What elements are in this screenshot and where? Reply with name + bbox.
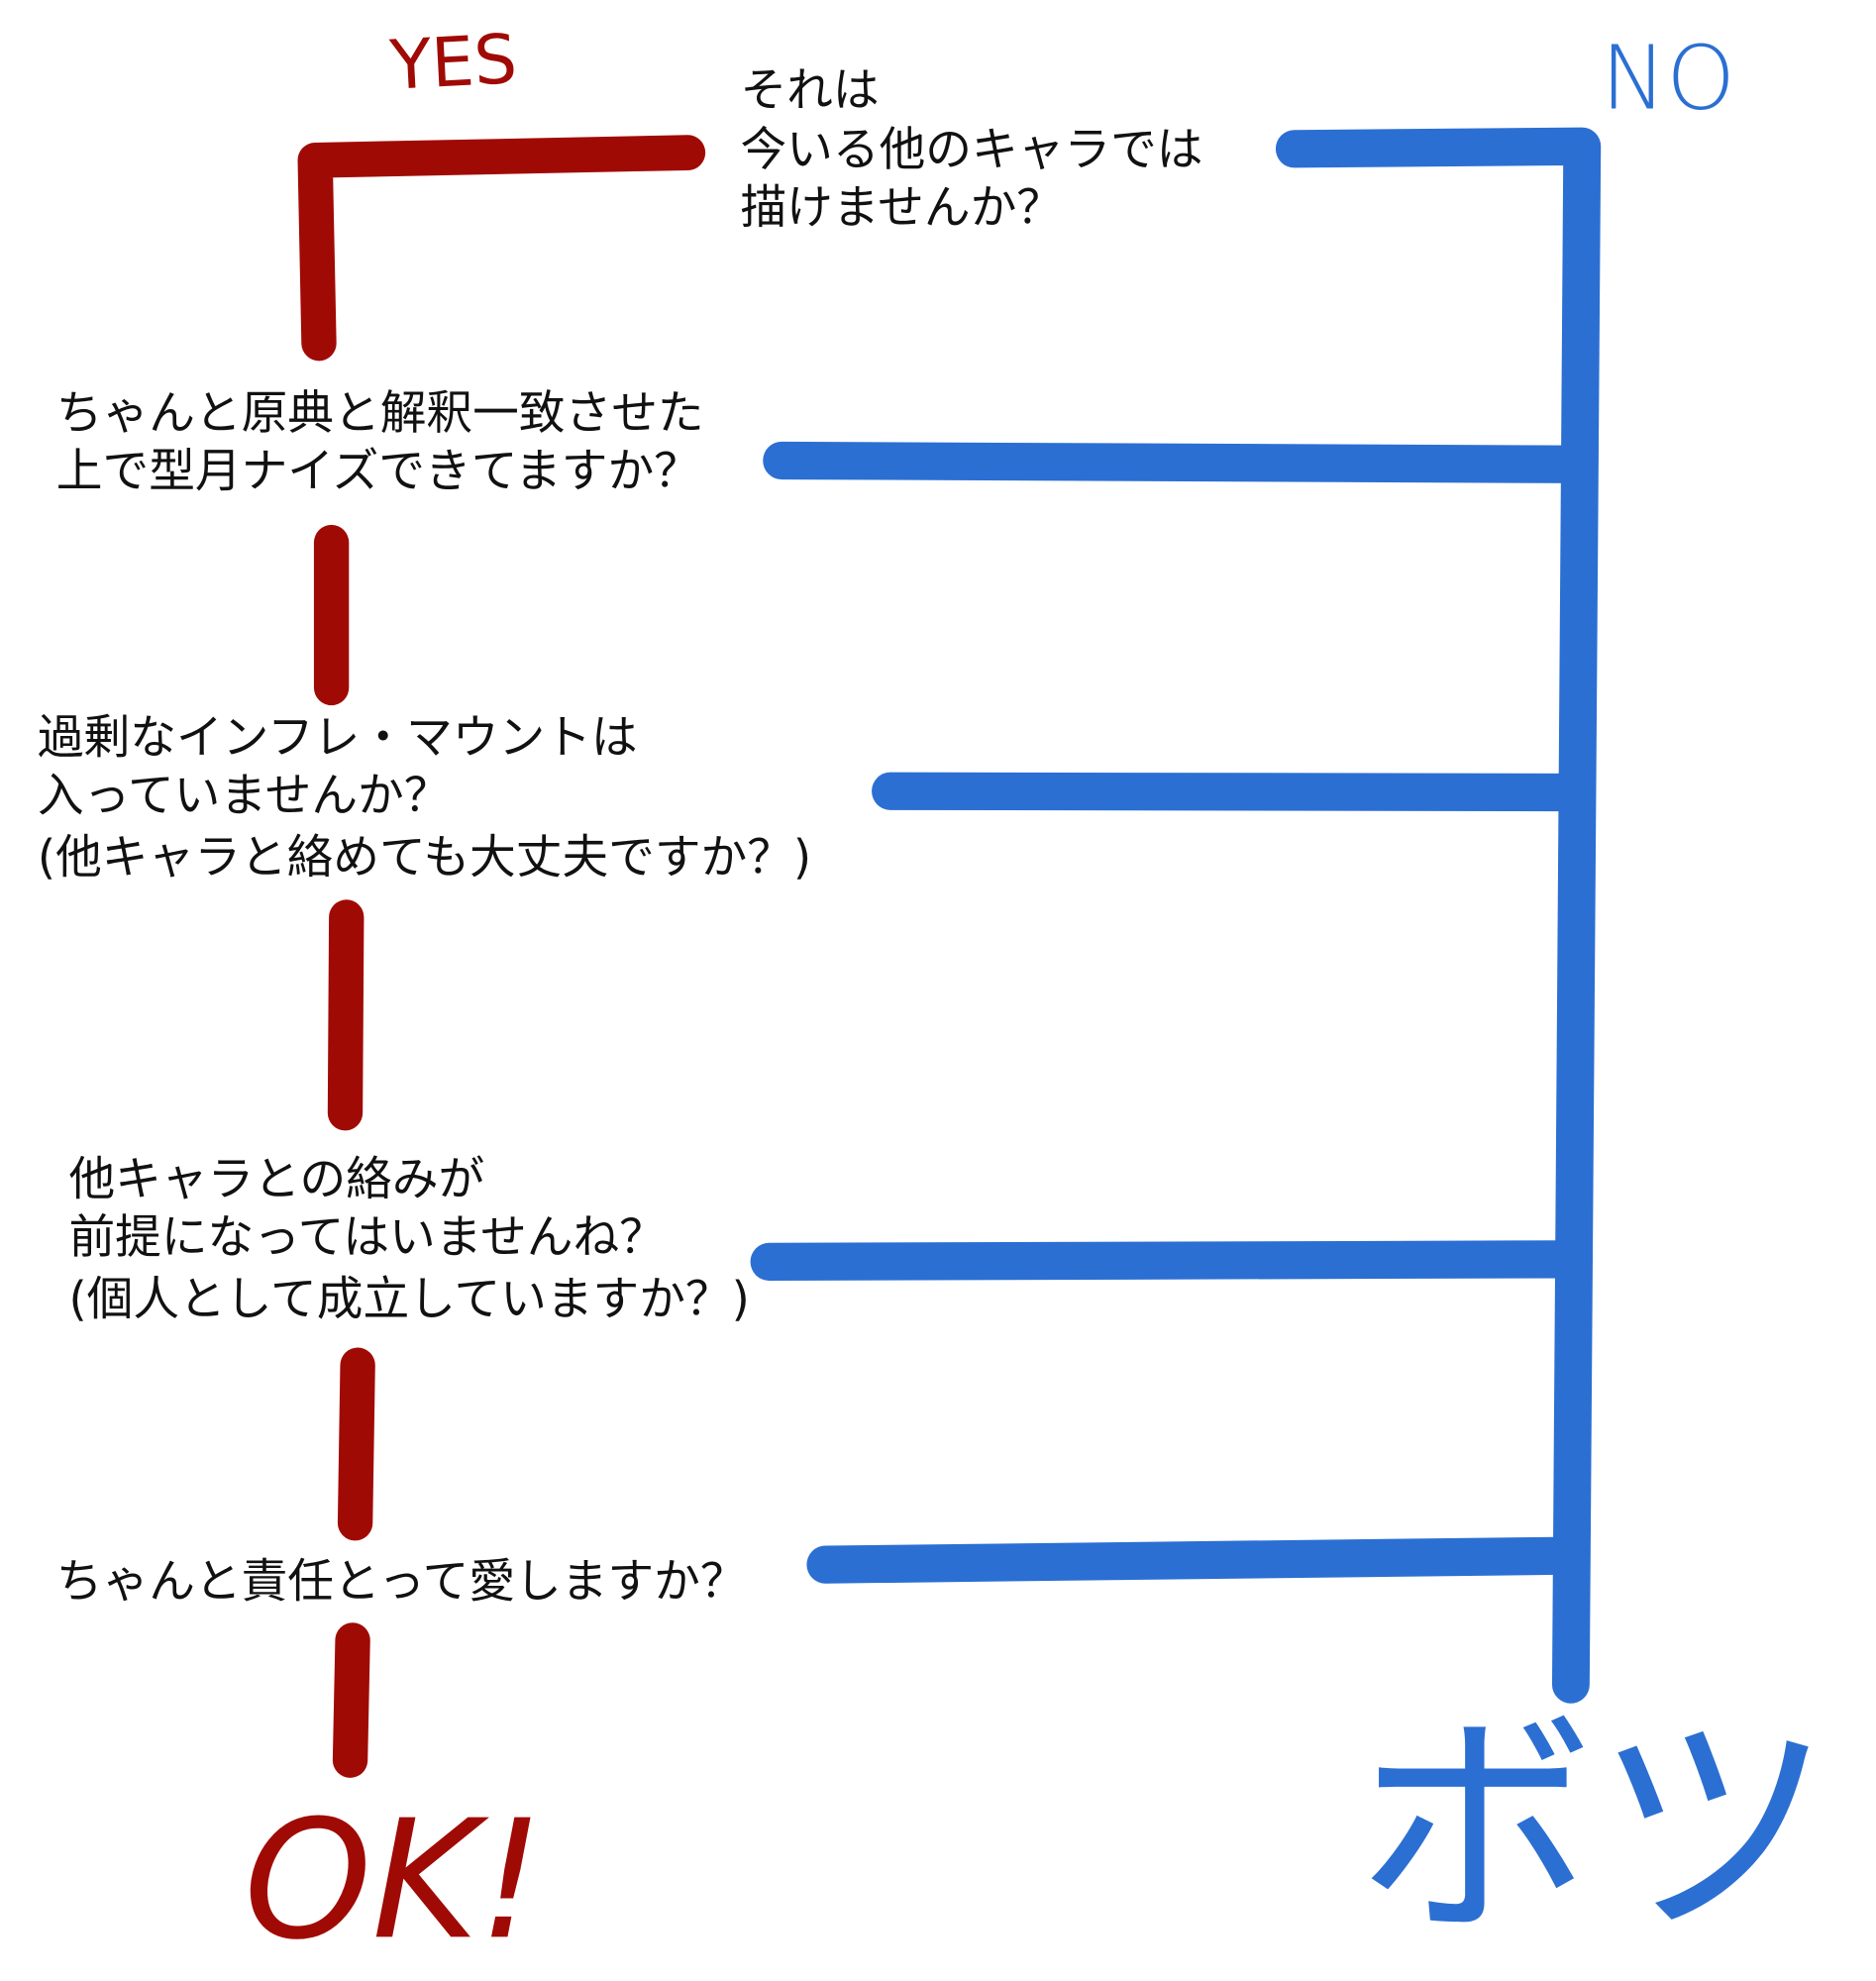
question-4-line-3: (個人として成立していますか？)	[68, 1272, 749, 1326]
question-1-line-2: 今いる他のキャラでは	[740, 123, 1202, 177]
yes-path	[297, 135, 706, 1778]
question-2-line-2: 上で型月ナイズできてますか？	[56, 445, 700, 499]
question-3-line-1: 過剰なインフレ・マウントは	[38, 710, 638, 765]
no-branch-2	[763, 441, 1593, 483]
yes-label: YES	[387, 20, 519, 106]
no-path	[750, 127, 1602, 1704]
question-5-line-1: ちゃんと責任とって愛しますか？	[56, 1555, 747, 1610]
no-label: NO	[1601, 27, 1735, 129]
no-branch-3	[872, 772, 1593, 812]
question-5: ちゃんと責任とって愛しますか？	[56, 1555, 747, 1610]
ok-result-label: OK!	[244, 1785, 544, 1976]
question-1-line-1: それは	[740, 63, 879, 118]
reject-result-label: ボツ	[1357, 1689, 1832, 1968]
question-3: 過剰なインフレ・マウントは 入っていませんか？ (他キャラと絡めても大丈夫ですか…	[38, 710, 811, 885]
question-2: ちゃんと原典と解釈一致させた 上で型月ナイズできてますか？	[56, 386, 704, 499]
yes-line-4	[337, 1347, 375, 1541]
yes-line-3	[327, 899, 365, 1131]
question-3-line-3: (他キャラと絡めても大丈夫ですか？)	[38, 830, 811, 885]
no-branch-5	[806, 1536, 1588, 1584]
no-line-main	[1275, 127, 1602, 1704]
question-4-line-2: 前提になってはいませんね？	[68, 1210, 665, 1265]
question-2-line-1: ちゃんと原典と解釈一致させた	[56, 386, 704, 441]
yes-line-5	[332, 1622, 370, 1778]
no-branch-4	[750, 1240, 1590, 1281]
question-1: それは 今いる他のキャラでは 描けませんか？	[740, 63, 1202, 236]
question-4: 他キャラとの絡みが 前提になってはいませんね？ (個人として成立していますか？)	[68, 1152, 749, 1326]
question-3-line-2: 入っていませんか？	[38, 769, 451, 823]
question-4-line-1: 他キャラとの絡みが	[68, 1152, 484, 1206]
question-1-line-3: 描けませんか？	[740, 180, 1062, 235]
yes-line-top	[297, 135, 706, 362]
